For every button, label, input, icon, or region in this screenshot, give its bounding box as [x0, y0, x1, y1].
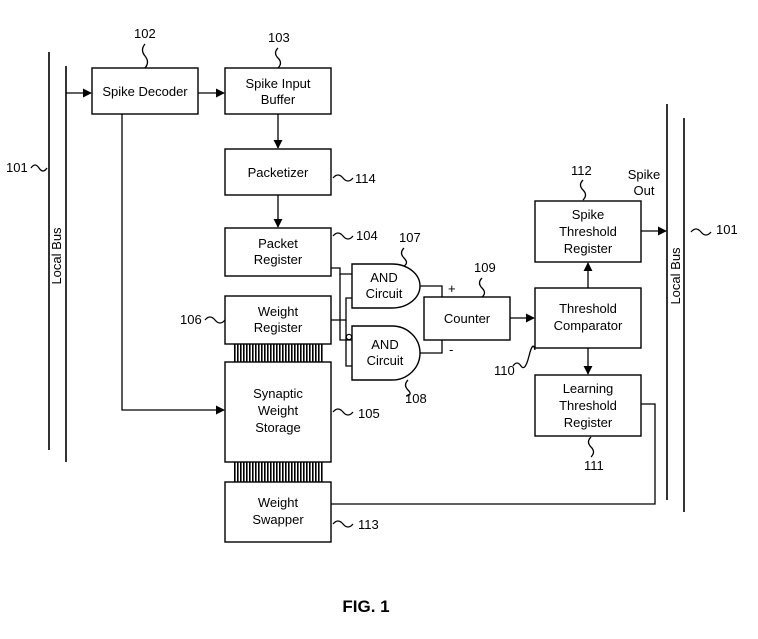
spike-threshold-register-line2: Threshold: [559, 224, 617, 239]
counter-ref: 109: [474, 260, 496, 275]
spike-decoder-label: Spike Decoder: [102, 84, 188, 99]
spike-decoder-ref: 102: [134, 26, 156, 41]
weight-swapper-line1: Weight: [258, 495, 299, 510]
counter-ref-squiggle: [478, 277, 486, 298]
weight-register-to-and-bottom: [345, 320, 352, 367]
left-local-bus-label: Local Bus: [49, 227, 64, 285]
weight-swapper-ref: 113: [358, 517, 379, 532]
right-local-bus-label: Local Bus: [668, 247, 683, 305]
spike-threshold-register-ref: 112: [571, 163, 592, 178]
and-bottom-to-counter: [420, 340, 443, 354]
learning-to-swapper-line: [331, 403, 656, 505]
threshold-comparator-block: Threshold Comparator 110: [494, 287, 642, 378]
and-circuit-top-line2: Circuit: [366, 286, 403, 301]
synaptic-weight-storage-ref-squiggle: [332, 408, 354, 416]
weight-register-line2: Register: [254, 320, 303, 335]
threshold-comparator-line1: Threshold: [559, 301, 617, 316]
spike-input-buffer-ref: 103: [268, 30, 290, 45]
and-circuit-bottom-line1: AND: [371, 337, 398, 352]
packet-register-ref: 104: [356, 228, 378, 243]
packetizer-label: Packetizer: [248, 165, 309, 180]
and-circuit-top: AND Circuit 107: [351, 230, 421, 309]
left-local-bus-ref: 101: [6, 160, 28, 175]
spike-input-buffer-line1: Spike Input: [245, 76, 310, 91]
learning-threshold-register-line3: Register: [564, 415, 613, 430]
decoder-to-storage-arrow: [121, 114, 225, 415]
counter-minus: -: [449, 342, 453, 357]
and-circuit-bottom: AND Circuit 108: [351, 325, 427, 406]
packetizer-block: Packetizer 114: [224, 148, 376, 196]
spike-input-buffer-line2: Buffer: [261, 92, 296, 107]
weight-swapper-block: Weight Swapper 113: [224, 481, 379, 543]
weight-bus-hatch-bottom: [233, 462, 323, 482]
synaptic-weight-storage-line1: Synaptic: [253, 386, 303, 401]
and-circuit-bottom-line2: Circuit: [367, 353, 404, 368]
synaptic-weight-storage-line2: Weight: [258, 403, 299, 418]
weight-bus-hatch-top: [233, 344, 323, 362]
packet-register-line1: Packet: [258, 236, 298, 251]
spike-threshold-register-line1: Spike: [572, 207, 605, 222]
figure-caption: FIG. 1: [342, 597, 389, 616]
weight-register-block: Weight Register 106: [180, 295, 332, 345]
and-circuit-top-ref-squiggle: [400, 247, 408, 267]
threshold-comparator-ref: 110: [494, 363, 515, 378]
packet-register-line2: Register: [254, 252, 303, 267]
right-local-bus-ref: 101: [716, 222, 738, 237]
learning-threshold-register-line2: Threshold: [559, 398, 617, 413]
weight-swapper-line2: Swapper: [252, 512, 304, 527]
packet-register-block: Packet Register 104: [224, 227, 378, 277]
packetizer-ref: 114: [355, 171, 376, 186]
right-bus-ref-squiggle: [690, 228, 712, 236]
synaptic-weight-storage-line3: Storage: [255, 420, 301, 435]
spike-input-buffer-block: Spike Input Buffer 103: [224, 30, 332, 115]
and-top-to-counter: [420, 285, 443, 297]
and-circuit-top-ref: 107: [399, 230, 421, 245]
left-local-bus: Local Bus 101: [6, 52, 67, 462]
learning-threshold-register-ref: 111: [584, 458, 604, 473]
synaptic-weight-storage-block: Synaptic Weight Storage 105: [224, 361, 380, 463]
spike-decoder-ref-squiggle: [141, 43, 149, 69]
weight-swapper-ref-squiggle: [332, 520, 354, 528]
inverter-bubble: [345, 333, 353, 341]
synaptic-weight-storage-ref: 105: [358, 406, 380, 421]
and-circuit-top-line1: AND: [370, 270, 397, 285]
spike-out-line2: Out: [634, 183, 655, 198]
spike-threshold-register-block: Spike Threshold Register 112: [534, 163, 642, 263]
threshold-comparator-line2: Comparator: [554, 318, 623, 333]
and-circuit-bottom-ref: 108: [405, 391, 427, 406]
weight-register-to-and-top: [331, 297, 352, 321]
and-circuit-bottom-ref-squiggle: [404, 379, 411, 397]
packet-register-ref-squiggle: [332, 232, 354, 240]
spike-input-buffer-ref-squiggle: [274, 47, 282, 69]
right-local-bus: Local Bus 101: [666, 104, 738, 512]
learning-threshold-register-line1: Learning: [563, 381, 614, 396]
counter-plus: +: [448, 281, 456, 296]
counter-label: Counter: [444, 311, 491, 326]
learning-threshold-register-ref-squiggle: [587, 436, 595, 458]
weight-register-line1: Weight: [258, 304, 299, 319]
weight-register-ref: 106: [180, 312, 202, 327]
packetizer-ref-squiggle: [332, 174, 354, 182]
learning-threshold-register-block: Learning Threshold Register 111: [534, 374, 642, 473]
packet-register-to-and-top: [331, 267, 352, 275]
left-bus-ref-squiggle: [30, 164, 48, 172]
spike-threshold-register-line3: Register: [564, 241, 613, 256]
spike-threshold-register-ref-squiggle: [579, 179, 587, 201]
spike-decoder-block: Spike Decoder 102: [91, 26, 199, 115]
threshold-comparator-ref-squiggle: [512, 345, 536, 369]
connectors: [66, 88, 667, 505]
counter-block: Counter 109 + -: [423, 260, 511, 357]
spike-out-line1: Spike: [628, 167, 661, 182]
weight-register-ref-squiggle: [204, 316, 226, 324]
